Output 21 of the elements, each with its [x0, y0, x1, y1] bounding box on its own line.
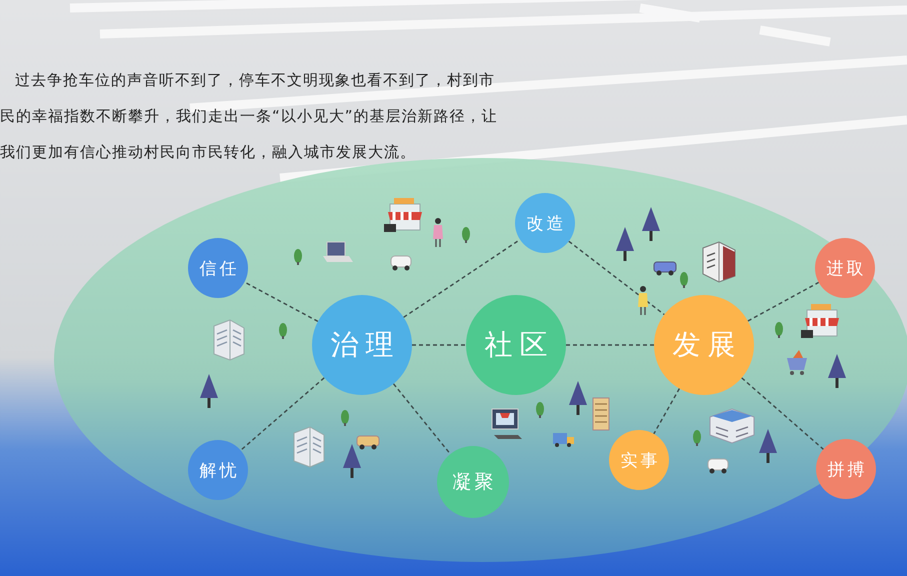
node-label: 凝聚 — [452, 470, 496, 495]
node-label: 信任 — [200, 258, 240, 280]
node-label: 治理 — [330, 327, 400, 363]
node-label: 解忧 — [200, 460, 240, 482]
dashed-connector — [741, 377, 824, 450]
node-label: 拼搏 — [828, 458, 868, 480]
dashed-connector — [568, 240, 665, 316]
dashed-connector — [653, 388, 680, 434]
dashed-connector — [244, 281, 318, 322]
node-label: 发展 — [672, 327, 742, 363]
dashed-connector — [748, 282, 820, 322]
dashed-connector — [566, 344, 654, 346]
dashed-connector — [403, 239, 520, 318]
node-label: 改造 — [526, 212, 566, 234]
dashed-connector — [240, 377, 325, 451]
intro-paragraph: 过去争抢车位的声音听不到了，停车不文明现象也看不到了，村到市民的幸福指数不断攀升，我们走出一条“以小见大”的基层治新路径，让我们更加有信心推动村民向市民转化，融入城市发展大流。 — [0, 70, 499, 163]
dashed-connector — [392, 383, 451, 454]
node-label: 社区 — [484, 327, 554, 363]
dashed-connector — [412, 344, 466, 346]
node-label: 实事 — [620, 450, 660, 472]
node-label: 进取 — [826, 258, 866, 280]
